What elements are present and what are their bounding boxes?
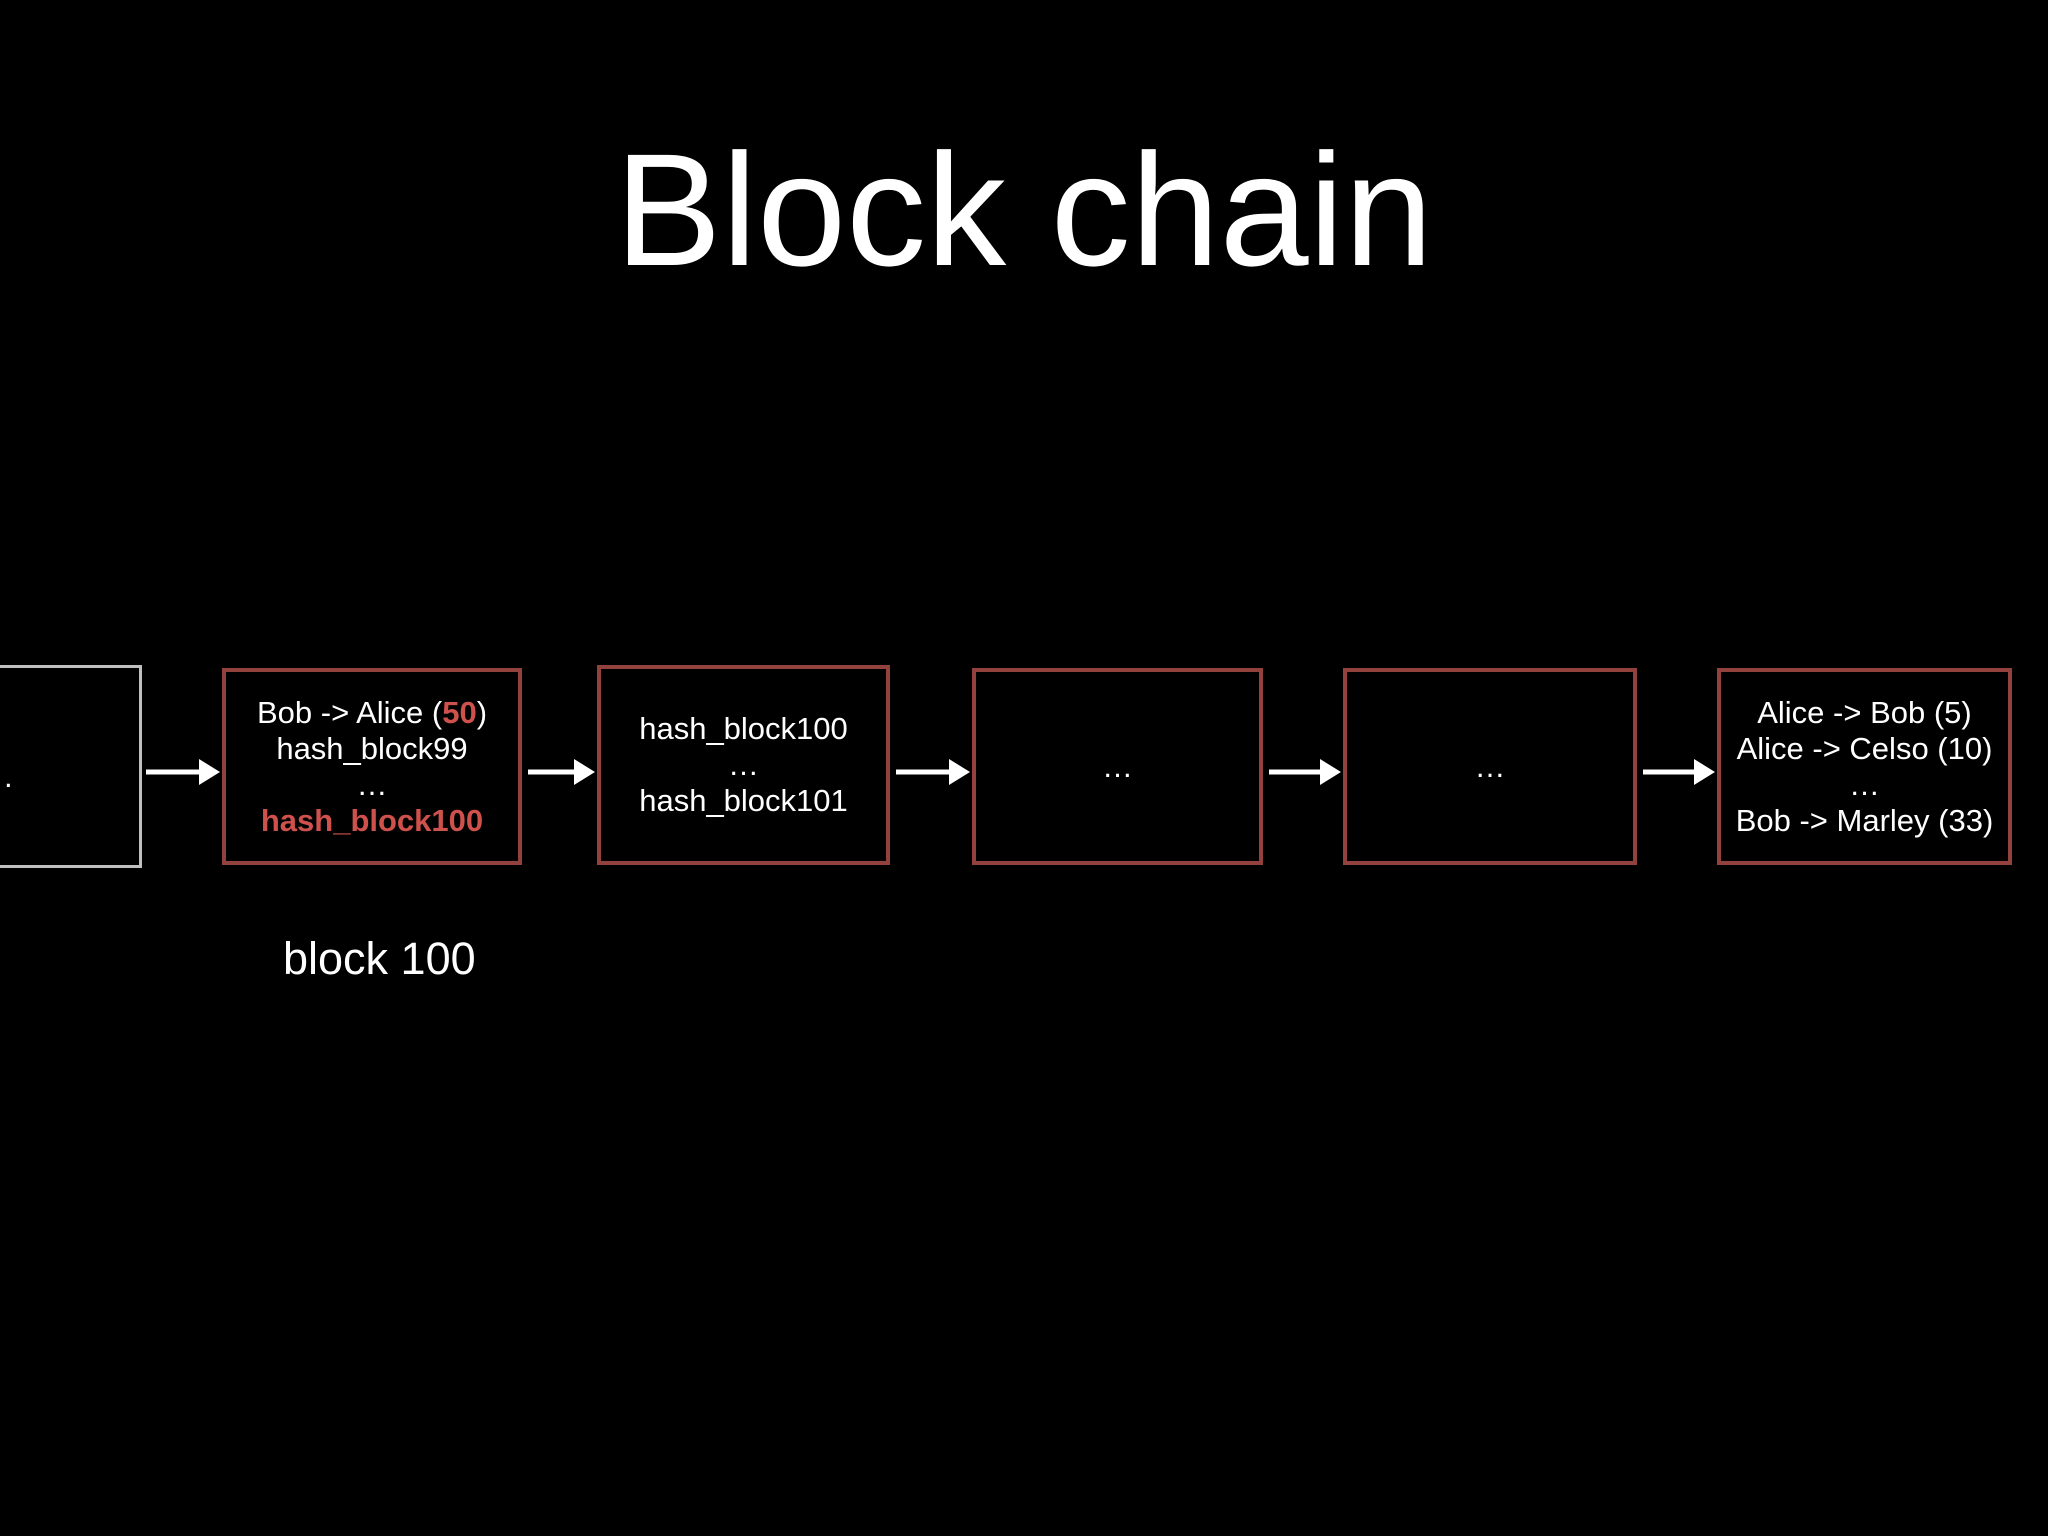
tx-suffix: ) — [476, 694, 488, 730]
intermediate-block-ellipsis: … — [1102, 748, 1133, 784]
arrow-shaft — [1643, 769, 1697, 775]
arrow-head-icon — [949, 759, 970, 785]
chain-link-arrow-4 — [1269, 759, 1341, 785]
latest-block-ellipsis: … — [1849, 766, 1880, 802]
latest-block-tx1: Alice -> Bob (5) — [1757, 694, 1972, 730]
latest-block-tx2: Alice -> Celso (10) — [1736, 730, 1993, 766]
arrow-head-icon — [199, 759, 220, 785]
arrow-shaft — [528, 769, 577, 775]
chain-link-arrow-5 — [1643, 759, 1715, 785]
latest-block-node: Alice -> Bob (5) Alice -> Celso (10) … B… — [1717, 668, 2012, 865]
arrow-shaft — [1269, 769, 1323, 775]
block-101-ellipsis: … — [728, 747, 759, 782]
block-101-prev-hash: hash_block100 — [639, 711, 848, 746]
block-101-own-hash: hash_block101 — [639, 783, 848, 818]
tx-prefix: Bob -> Alice ( — [256, 694, 443, 730]
intermediate-block-node-b: … — [1343, 668, 1637, 865]
previous-block-ellipsis: … — [0, 759, 14, 795]
block-100-caption: block 100 — [283, 933, 476, 984]
chain-link-arrow-1 — [146, 759, 220, 785]
block-100-transaction: Bob -> Alice (50) — [257, 695, 487, 731]
block-101-node: hash_block100 … hash_block101 — [597, 665, 890, 865]
previous-block-node: … — [0, 665, 142, 868]
intermediate-block-node-a: … — [972, 668, 1263, 865]
block-100-prev-hash: hash_block99 — [276, 730, 468, 766]
arrow-head-icon — [574, 759, 595, 785]
slide-title: Block chain — [614, 120, 1434, 299]
block-100-node: Bob -> Alice (50) hash_block99 … hash_bl… — [222, 668, 522, 865]
block-100-ellipsis: … — [356, 766, 388, 802]
latest-block-tx3: Bob -> Marley (33) — [1735, 802, 1994, 838]
intermediate-block-ellipsis: … — [1474, 748, 1506, 784]
arrow-shaft — [146, 769, 202, 775]
chain-link-arrow-2 — [528, 759, 595, 785]
arrow-head-icon — [1320, 759, 1341, 785]
arrow-shaft — [896, 769, 952, 775]
arrow-head-icon — [1694, 759, 1715, 785]
tx-amount: 50 — [442, 694, 477, 730]
chain-link-arrow-3 — [896, 759, 970, 785]
block-100-own-hash: hash_block100 — [260, 802, 484, 838]
